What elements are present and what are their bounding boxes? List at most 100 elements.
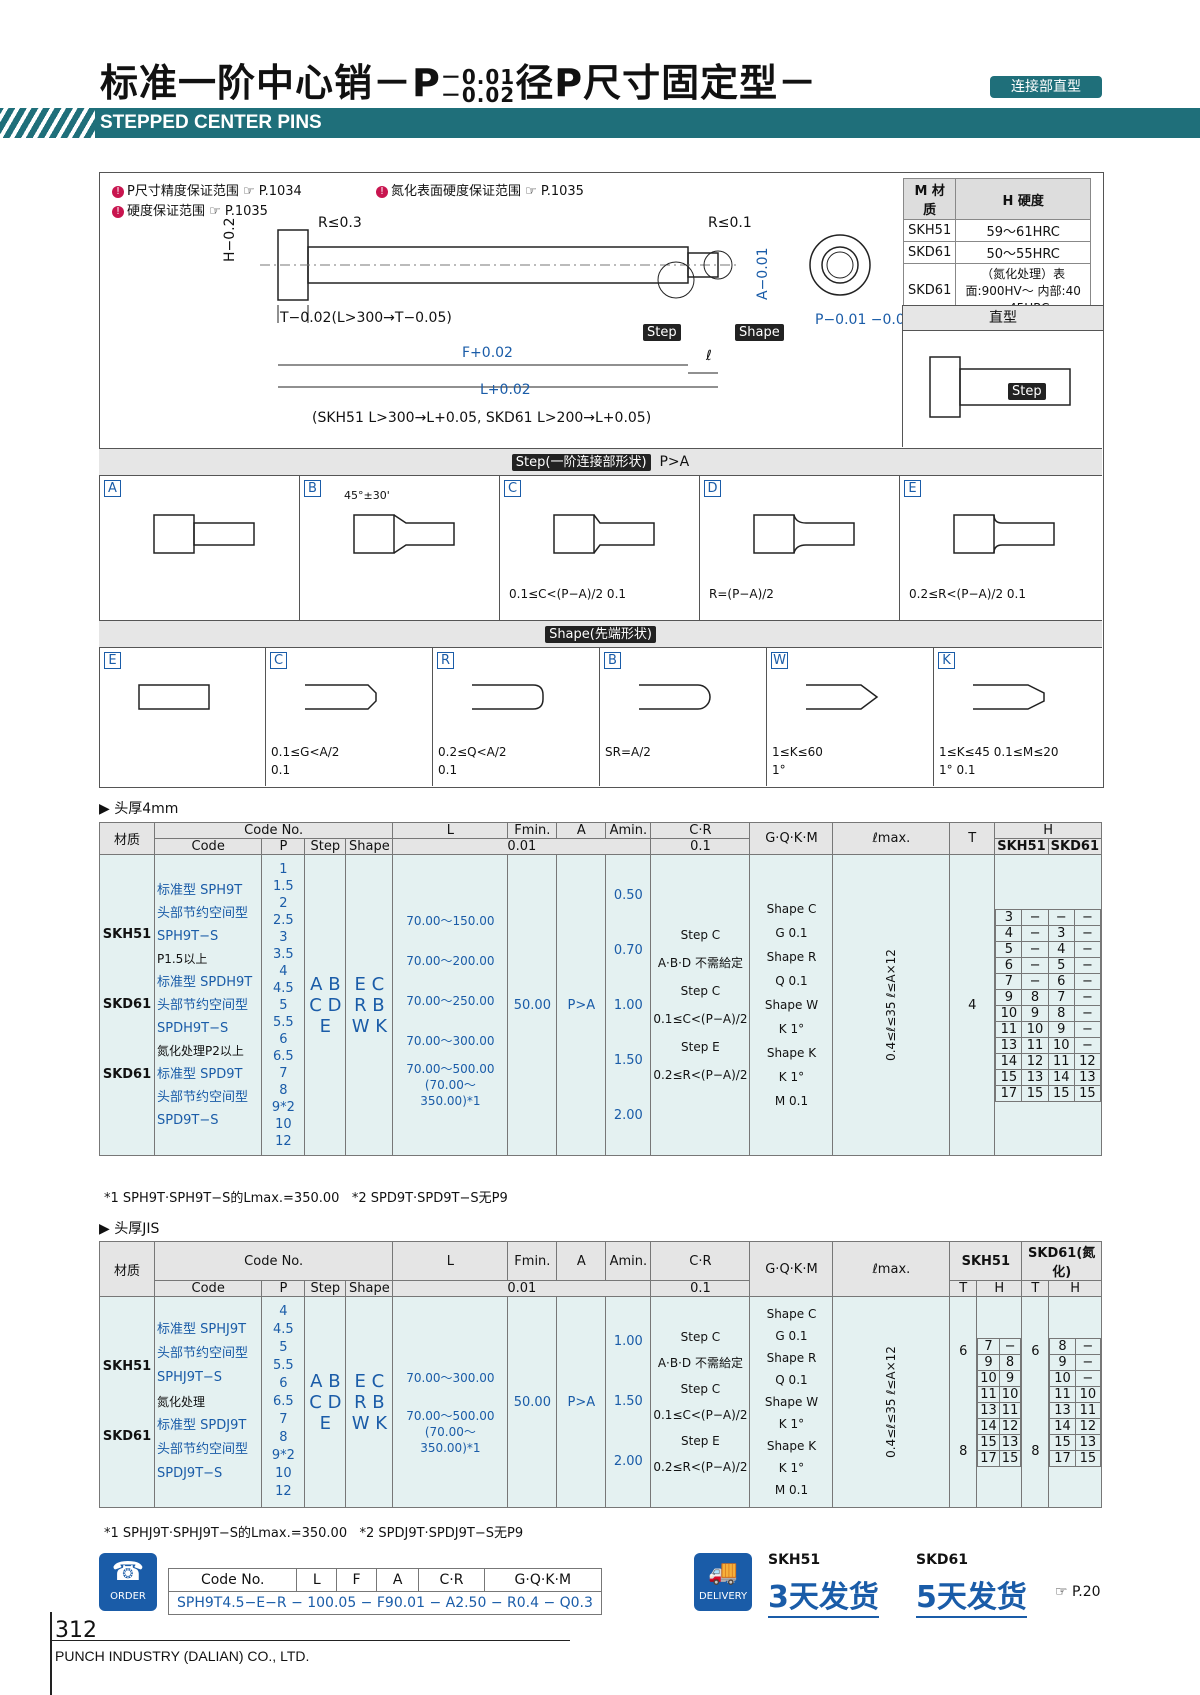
tol-cell: 0.1: [650, 838, 751, 855]
title-tolerance: －0.01－0.02: [440, 64, 516, 105]
shape-r-drawing: [472, 684, 544, 710]
tol-upper: －0.01: [440, 64, 516, 89]
divider: [902, 305, 903, 447]
col-a: A: [556, 822, 607, 839]
order-header: Code No.: [167, 1568, 298, 1592]
col-p: P: [261, 1280, 306, 1297]
col-shape: Shape: [345, 1280, 394, 1297]
col-h: H: [994, 822, 1102, 839]
step-cell: A B C D E: [304, 1296, 347, 1508]
l-dim: L+0.02: [480, 382, 531, 398]
mat-cell: SKH51: [902, 219, 957, 242]
col-l: L: [392, 822, 509, 839]
table1-footnotes: *1 SPH9T·SPH9T−S的Lmax.=350.00 *2 SPD9T·S…: [104, 1191, 508, 1206]
title-rest: 径P尺寸固定型－: [515, 61, 818, 105]
step-c-drawing: [553, 514, 655, 554]
step-e-drawing: [953, 514, 1055, 554]
info-icon: !: [112, 185, 124, 198]
col-gqkm: G·Q·K·M: [749, 822, 834, 855]
note-p-precision: !P尺寸精度保证范围 ☞ P.1034: [112, 180, 302, 199]
straight-drawing: [929, 356, 1071, 418]
t-dim: T−0.02(L>300→T−0.05): [280, 310, 452, 326]
col-l: L: [392, 1241, 509, 1281]
banner: [0, 108, 1200, 138]
order-example-table: Code No. L F A C·R G·Q·K·M SPH9T4.5−E−R …: [167, 1568, 602, 1615]
col-cr: C·R: [650, 1241, 751, 1281]
col-shape: Shape: [345, 838, 394, 855]
company-name: PUNCH INDUSTRY (DALIAN) CO., LTD.: [55, 1648, 310, 1664]
col-mat: 材质: [99, 822, 155, 855]
col-gqkm: G·Q·K·M: [749, 1241, 834, 1297]
p-dim: P−0.01 −0.02: [815, 312, 914, 328]
col-codeno: Code No.: [153, 1241, 394, 1281]
table-header-row: 材质 Code No. L Fmin. A Amin. C·R G·Q·K·M …: [99, 1241, 1102, 1297]
ell-dim: ℓ: [706, 348, 712, 364]
order-header: F: [336, 1568, 377, 1592]
col-fmin: Fmin.: [507, 1241, 558, 1281]
col-lmax: ℓmax.: [832, 1241, 951, 1297]
table1-caption: ▶ 头厚4mm: [99, 801, 179, 817]
col-code: Code: [153, 1280, 263, 1297]
r-tip-label: R≤0.1: [708, 215, 752, 231]
delivery-icon: 🚚DELIVERY: [694, 1553, 752, 1611]
subtitle: STEPPED CENTER PINS: [100, 112, 322, 133]
note-hardness: !硬度保证范围 ☞ P.1035: [112, 200, 268, 219]
col-skd61: SKD61: [1047, 838, 1103, 855]
col-fmin: Fmin.: [507, 822, 558, 839]
lmax-cell: 0.4≤ℓ≤35 ℓ≤A×12: [832, 1296, 951, 1508]
col-step: Step: [304, 1280, 347, 1297]
shape-section-header: Shape(先端形状): [99, 620, 1102, 648]
page-title: 标准一阶中心销－P－0.01－0.02径P尺寸固定型－: [100, 52, 817, 107]
tol-cell: 0.1: [650, 1280, 751, 1297]
banner-stripes: [0, 108, 95, 138]
step-a-drawing: [153, 514, 255, 554]
col-cr: C·R: [650, 822, 751, 839]
step-b-drawing: [353, 514, 455, 554]
straight-header: 直型: [902, 305, 1104, 331]
info-icon: !: [112, 205, 124, 218]
delivery-ref: ☞ P.20: [1055, 1584, 1101, 1600]
page-number: 312: [55, 1618, 97, 1643]
col-h1: H: [976, 1280, 1023, 1297]
delivery-skd61: SKD61: [916, 1552, 969, 1568]
tol-cell: 0.01: [392, 838, 652, 855]
footer-hrule: [50, 1640, 570, 1641]
shape-e-drawing: [138, 684, 210, 710]
table2-footnotes: *1 SPHJ9T·SPHJ9T−S的Lmax.=350.00 *2 SPDJ9…: [104, 1526, 524, 1541]
order-example: SPH9T4.5−E−R − 100.05 − F90.01 − A2.50 −…: [168, 1591, 602, 1615]
delivery-skh51-days: 3天发货: [768, 1572, 879, 1618]
info-icon: !: [376, 185, 388, 198]
hard-cell: 59～61HRC: [955, 219, 1091, 242]
hard-cell: 50～55HRC: [955, 241, 1091, 264]
f-dim: F+0.02: [462, 345, 513, 361]
note-nitride: !氮化表面硬度保证范围 ☞ P.1035: [376, 180, 584, 199]
order-header: G·Q·K·M: [483, 1568, 602, 1592]
category-badge: 连接部直型: [990, 76, 1102, 98]
t-cell: 4: [949, 854, 996, 1156]
spec-table-jis: 材质 Code No. L Fmin. A Amin. C·R G·Q·K·M …: [99, 1241, 1102, 1508]
a-dim: A−0.01: [755, 247, 771, 300]
shape-b-drawing: [639, 684, 711, 710]
col-lmax: ℓmax.: [832, 822, 951, 855]
col-t: T: [949, 822, 996, 855]
table-header-row: Code P Step Shape 0.01 0.1 T H T H: [99, 1280, 1102, 1297]
fmin-cell: 50.00: [507, 854, 558, 1156]
hard-header: H 硬度: [955, 178, 1091, 220]
title-dash: －P: [373, 61, 441, 105]
delivery-skh51: SKH51: [768, 1552, 821, 1568]
